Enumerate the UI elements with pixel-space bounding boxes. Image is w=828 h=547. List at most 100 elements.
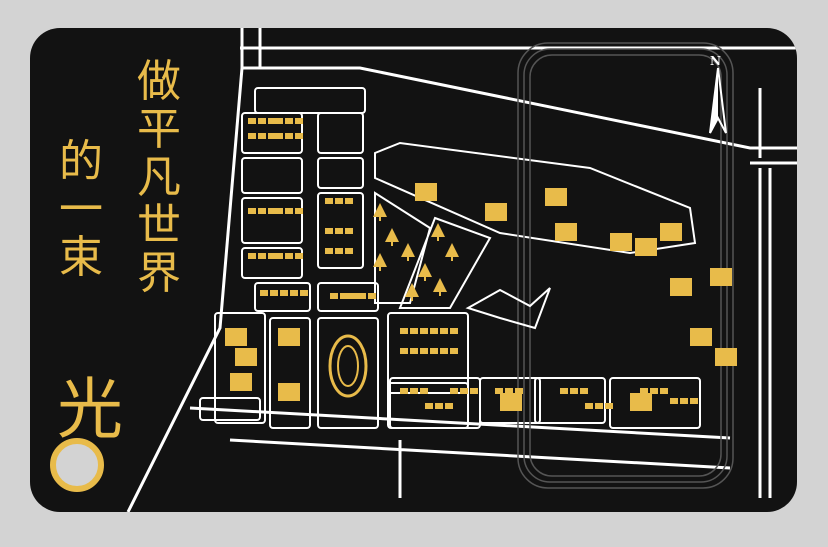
building [660,388,668,394]
building [710,268,732,286]
building [650,388,658,394]
building [358,293,366,299]
building [610,233,632,251]
road-east [750,161,797,498]
building [420,348,428,354]
tree-icon [433,278,447,296]
building [345,228,353,234]
building [285,253,293,259]
building [420,328,428,334]
city-block [317,317,379,429]
building [670,278,692,296]
building [690,328,712,346]
city-block [317,192,364,269]
city-block [199,397,261,421]
building [445,403,453,409]
road-diagonal [242,66,797,150]
building [515,388,523,394]
building [270,290,278,296]
tree-icon [373,253,387,271]
building [248,118,256,124]
building [410,388,418,394]
slogan-emphasis: 光 [57,371,123,448]
compass-north-label: N [710,54,721,68]
city-block [534,377,606,424]
road-south [229,438,731,498]
building [335,198,343,204]
building [545,188,567,206]
building [225,328,247,346]
building [290,290,298,296]
building [268,118,276,124]
tree-icon [373,203,387,221]
building [335,248,343,254]
city-block [241,157,303,194]
building [495,388,503,394]
tree-icon [385,228,399,246]
building [268,208,276,214]
building [630,393,652,411]
building [368,293,376,299]
building [430,328,438,334]
city-block [317,112,364,154]
building [450,388,458,394]
campus-map-card: N 做平凡世界 的一束 光 [30,28,797,512]
building [570,388,578,394]
building [660,223,682,241]
building [425,403,433,409]
tree-icon [445,243,459,261]
building [640,388,648,394]
city-block [241,197,303,244]
building [585,403,593,409]
building [258,133,266,139]
building [235,348,257,366]
city-blocks [199,87,701,429]
tree-icon [431,223,445,241]
city-block [241,247,303,279]
building [230,373,252,391]
building [335,228,343,234]
building [410,328,418,334]
building [440,348,448,354]
building [268,253,276,259]
city-block [317,282,379,312]
compass-icon [709,67,727,134]
building [680,398,688,404]
contour-lines [517,42,734,489]
building [450,348,458,354]
building [248,253,256,259]
building [670,398,678,404]
building [275,118,283,124]
building [580,388,588,394]
building [325,228,333,234]
building [500,393,522,411]
building [410,348,418,354]
city-block [479,377,541,424]
building [470,388,478,394]
building [285,208,293,214]
building [275,208,283,214]
building [285,133,293,139]
campus-map [126,28,797,512]
building [440,328,448,334]
building [560,388,568,394]
city-block [254,282,311,312]
building [300,290,308,296]
building [248,133,256,139]
building [268,133,276,139]
building [430,348,438,354]
building [275,253,283,259]
building [460,388,468,394]
building [505,388,513,394]
building [295,253,303,259]
building [400,348,408,354]
city-block [374,141,697,309]
slogan-right-column: 做平凡世界 [137,56,181,299]
building [325,248,333,254]
building [275,133,283,139]
building [295,208,303,214]
tree-icon [401,243,415,261]
buildings [225,118,737,411]
building [555,223,577,241]
building [285,118,293,124]
